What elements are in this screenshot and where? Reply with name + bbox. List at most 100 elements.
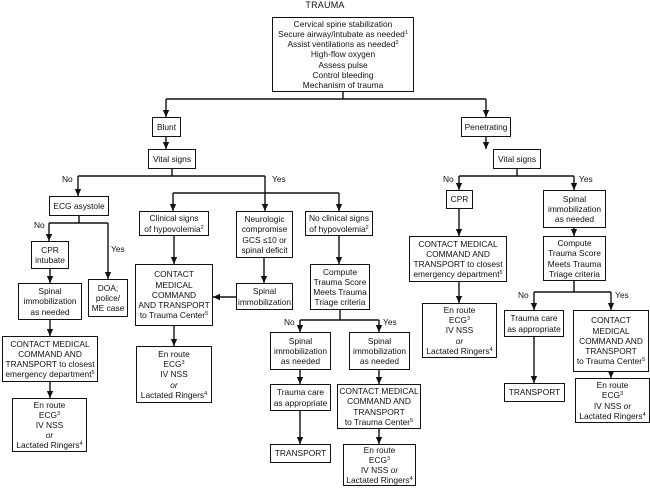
node-text-line: immobilization	[23, 296, 77, 307]
penetrating-cpr-box: CPR	[446, 190, 473, 209]
ecg-asystole-box: ECG asystole	[49, 196, 109, 216]
node-text-line: immobilization	[547, 203, 602, 214]
node-text-line: emergency department5	[413, 269, 503, 280]
node-text-line: Compute	[323, 266, 357, 277]
node-text-line: CONTACT	[591, 315, 631, 326]
footnote-marker: 2	[365, 224, 369, 231]
node-text-line: Vital signs	[497, 153, 537, 164]
node-text-line: COMMAND AND	[426, 248, 490, 259]
penetrating-score-no-label: No	[518, 290, 529, 300]
node-text-line: TRANSPORT to closest	[413, 259, 503, 269]
penetrating-vital-signs-box: Vital signs	[493, 149, 541, 169]
arrowhead-down	[261, 204, 269, 211]
node-text-line: COMMAND	[151, 289, 197, 300]
node-text-line: Assess pulse	[318, 59, 368, 70]
footnote-marker: 3	[387, 455, 391, 462]
arrowhead-down	[46, 276, 54, 283]
node-text-line: Compute	[557, 238, 592, 249]
node-text-line: Penetrating	[464, 121, 508, 132]
arrowhead-down	[375, 437, 383, 444]
node-text-line: MEDICAL	[592, 325, 630, 336]
node-text-line: Lactated Ringers4	[140, 389, 208, 400]
node-text-line: emergency department5	[5, 369, 95, 380]
penetrating-transport-box: TRANSPORT	[504, 383, 565, 402]
footnote-marker: 3	[620, 391, 624, 398]
arrowhead-down	[570, 183, 578, 190]
node-text-line: TRANSPORT	[585, 346, 637, 357]
node-text-line: En route	[596, 380, 629, 391]
arrowhead-down	[607, 371, 615, 378]
node-text-line: Triage criteria	[314, 297, 366, 308]
arrowhead-down	[296, 437, 304, 444]
node-text-line: Trauma care	[510, 313, 558, 324]
arrowhead-down	[335, 204, 343, 211]
node-text-line: immobilization	[237, 296, 292, 307]
node-text-line: of hypovolemia2	[309, 223, 369, 234]
arrowhead-down	[455, 229, 463, 236]
node-text-line: ECG3	[448, 315, 471, 326]
penetrating-vitals-no-label: No	[443, 174, 454, 184]
arrowhead-down	[260, 276, 268, 283]
arrowhead-down	[170, 257, 178, 264]
blunt-box: Blunt	[152, 117, 181, 137]
blunt-transport-box: TRANSPORT	[270, 444, 331, 463]
arrowhead-down	[570, 229, 578, 236]
node-text-line: MEDICAL	[155, 279, 193, 290]
node-text-line: compromise	[241, 224, 288, 235]
node-text-line: CPR	[41, 244, 59, 255]
node-text-line: IV NSS or	[593, 400, 632, 411]
node-text-line: Neurologic	[244, 214, 285, 225]
node-text-line: IV NSS or	[360, 465, 399, 475]
node-text-line: as needed	[30, 306, 70, 317]
node-text-line: Spinal	[252, 286, 277, 297]
node-text-line: Lactated Ringers4	[579, 410, 646, 421]
footnote-marker: 5	[205, 311, 209, 318]
node-text-line: TRANSPORT to closest	[5, 359, 95, 369]
node-text-line: Meets Trauma	[547, 258, 602, 269]
arrowhead-down	[162, 110, 170, 117]
footnote-marker: 5	[410, 417, 414, 424]
arrowhead-down	[170, 339, 178, 346]
node-text-line: Trauma Score	[548, 248, 601, 259]
node-text-line: CONTACT	[154, 269, 194, 280]
footnote-marker: 4	[489, 346, 493, 353]
node-text-line: DOA;	[97, 282, 119, 293]
arrowhead-down	[296, 377, 304, 384]
node-text-line: Secure airway/intubate as needed1	[278, 29, 408, 39]
node-text-line: No clinical signs	[308, 213, 370, 224]
arrowhead-down	[482, 142, 490, 149]
blunt-vitals-yes-label: Yes	[272, 174, 286, 184]
blunt-vitals-no-label: No	[62, 174, 73, 184]
node-text-line: Lactated Ringers4	[346, 475, 413, 486]
arrowhead-down	[375, 377, 383, 384]
node-text-line: as appropriate	[507, 323, 561, 334]
node-text-line: COMMAND AND	[18, 348, 82, 359]
node-text-line: ME case	[91, 303, 125, 314]
footnote-marker: 4	[204, 390, 208, 397]
footnote-marker: 2	[395, 40, 399, 47]
arrowhead-down	[104, 272, 112, 279]
node-text-line: AND TRANSPORT	[138, 300, 210, 311]
node-text-line: as needed	[280, 356, 321, 367]
ecg-no-label: No	[34, 220, 45, 230]
footnote-marker: 4	[642, 411, 646, 418]
footnote-marker: 2	[200, 224, 204, 231]
node-text-line: Spinal	[38, 286, 62, 297]
node-text-line: IV NSS	[160, 369, 188, 380]
node-text-line: IV NSS	[445, 325, 474, 336]
node-text-line: TRANSPORT	[508, 387, 561, 398]
